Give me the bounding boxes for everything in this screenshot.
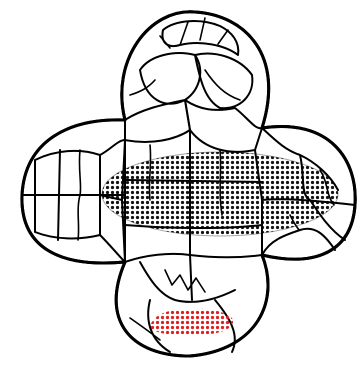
central-dotted-ellipse (102, 152, 338, 236)
